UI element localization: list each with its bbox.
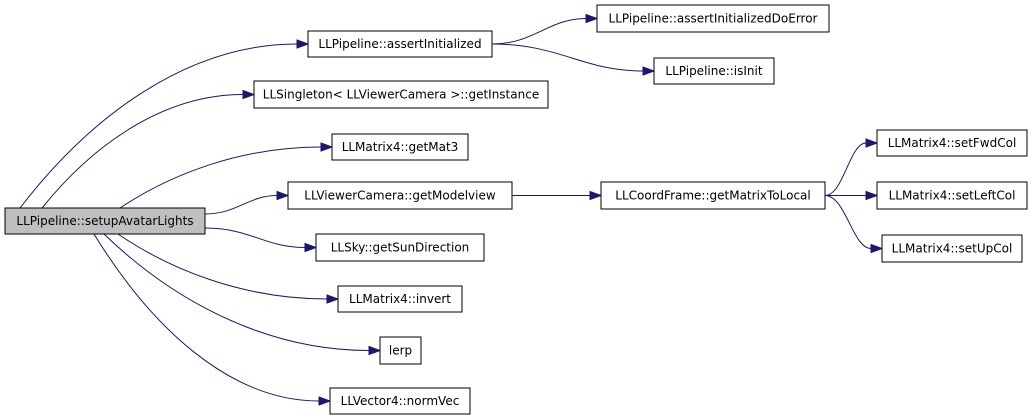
edge-ai-to-aide	[491, 18, 587, 45]
edge-ai-to-isinit	[491, 43, 644, 72]
node-label: LLMatrix4::setUpCol	[892, 242, 1013, 256]
node-box	[876, 129, 1028, 157]
node-get-sun-direction[interactable]: LLSky::getSunDirection	[315, 233, 485, 262]
node-box	[881, 234, 1023, 263]
arrowhead-isinit	[642, 66, 656, 76]
node-label: LLVector4::normVec	[341, 394, 460, 408]
node-get-mat3[interactable]: LLMatrix4::getMat3	[331, 133, 469, 161]
arrowhead-mtl	[589, 190, 603, 201]
node-box	[379, 336, 422, 365]
node-label: LLPipeline::assertInitializedDoError	[609, 12, 818, 26]
edges-layer	[19, 13, 884, 406]
arrowhead-mat3	[320, 142, 334, 152]
node-box	[4, 207, 206, 235]
edge-root-to-norm	[93, 233, 320, 402]
node-lerp[interactable]: lerp	[379, 336, 422, 365]
arrowhead-single	[242, 89, 256, 100]
edge-root-to-ai	[19, 43, 298, 209]
arrowhead-mv	[276, 190, 290, 201]
node-label: lerp	[389, 344, 412, 358]
edge-root-to-mv	[204, 195, 278, 215]
node-set-left-col[interactable]: LLMatrix4::setLeftCol	[876, 181, 1028, 210]
arrowhead-ai	[296, 39, 310, 49]
node-set-up-col[interactable]: LLMatrix4::setUpCol	[881, 234, 1023, 263]
node-box	[307, 30, 493, 58]
node-label: LLSingleton< LLViewerCamera >::getInstan…	[263, 88, 539, 102]
node-get-matrix-to-local[interactable]: LLCoordFrame::getMatrixToLocal	[600, 181, 826, 210]
arrowhead-aide	[585, 13, 599, 24]
node-box	[329, 387, 471, 415]
node-invert[interactable]: LLMatrix4::invert	[337, 285, 463, 313]
node-box	[253, 80, 549, 109]
node-label: LLMatrix4::setFwdCol	[888, 136, 1017, 150]
node-label: LLMatrix4::setLeftCol	[889, 189, 1016, 203]
node-setup-avatar-lights[interactable]: LLPipeline::setupAvatarLights	[4, 207, 206, 235]
node-box	[596, 4, 830, 33]
node-label: LLPipeline::isInit	[665, 64, 762, 78]
arrowhead-lerp	[368, 345, 382, 356]
node-is-init[interactable]: LLPipeline::isInit	[653, 57, 775, 85]
edge-mtl-to-up	[824, 195, 872, 249]
arrowhead-fwd	[865, 138, 879, 148]
node-label: LLMatrix4::invert	[349, 292, 451, 306]
edge-root-to-inv	[117, 233, 328, 300]
arrowhead-left	[865, 190, 879, 201]
node-label: LLMatrix4::getMat3	[342, 140, 459, 154]
node-box	[315, 233, 485, 262]
node-box	[876, 181, 1028, 210]
edge-root-to-lerp	[103, 233, 370, 351]
edge-root-to-single	[41, 94, 244, 209]
edge-mtl-to-fwd	[824, 142, 867, 196]
arrowhead-inv	[326, 294, 340, 304]
nodes-layer: LLPipeline::setupAvatarLights LLPipeline…	[4, 4, 1028, 415]
node-assert-initialized[interactable]: LLPipeline::assertInitialized	[307, 30, 493, 58]
node-label: LLViewerCamera::getModelview	[304, 189, 496, 203]
node-box	[331, 133, 469, 161]
node-label: LLPipeline::assertInitialized	[318, 37, 481, 51]
node-box	[287, 181, 513, 210]
arrowhead-up	[870, 243, 884, 254]
arrowhead-sun	[304, 242, 318, 253]
edge-root-to-sun	[204, 227, 306, 248]
node-norm-vec[interactable]: LLVector4::normVec	[329, 387, 471, 415]
node-label: LLCoordFrame::getMatrixToLocal	[615, 189, 810, 203]
node-singleton-get-instance[interactable]: LLSingleton< LLViewerCamera >::getInstan…	[253, 80, 549, 109]
node-label: LLPipeline::setupAvatarLights	[16, 214, 193, 228]
node-get-modelview[interactable]: LLViewerCamera::getModelview	[287, 181, 513, 210]
edge-root-to-mat3	[119, 146, 322, 209]
node-box	[600, 181, 826, 210]
node-box	[337, 285, 463, 313]
node-assert-initialized-do-error[interactable]: LLPipeline::assertInitializedDoError	[596, 4, 830, 33]
node-set-fwd-col[interactable]: LLMatrix4::setFwdCol	[876, 129, 1028, 157]
node-box	[653, 57, 775, 85]
arrowhead-norm	[318, 396, 332, 406]
node-label: LLSky::getSunDirection	[331, 241, 470, 255]
